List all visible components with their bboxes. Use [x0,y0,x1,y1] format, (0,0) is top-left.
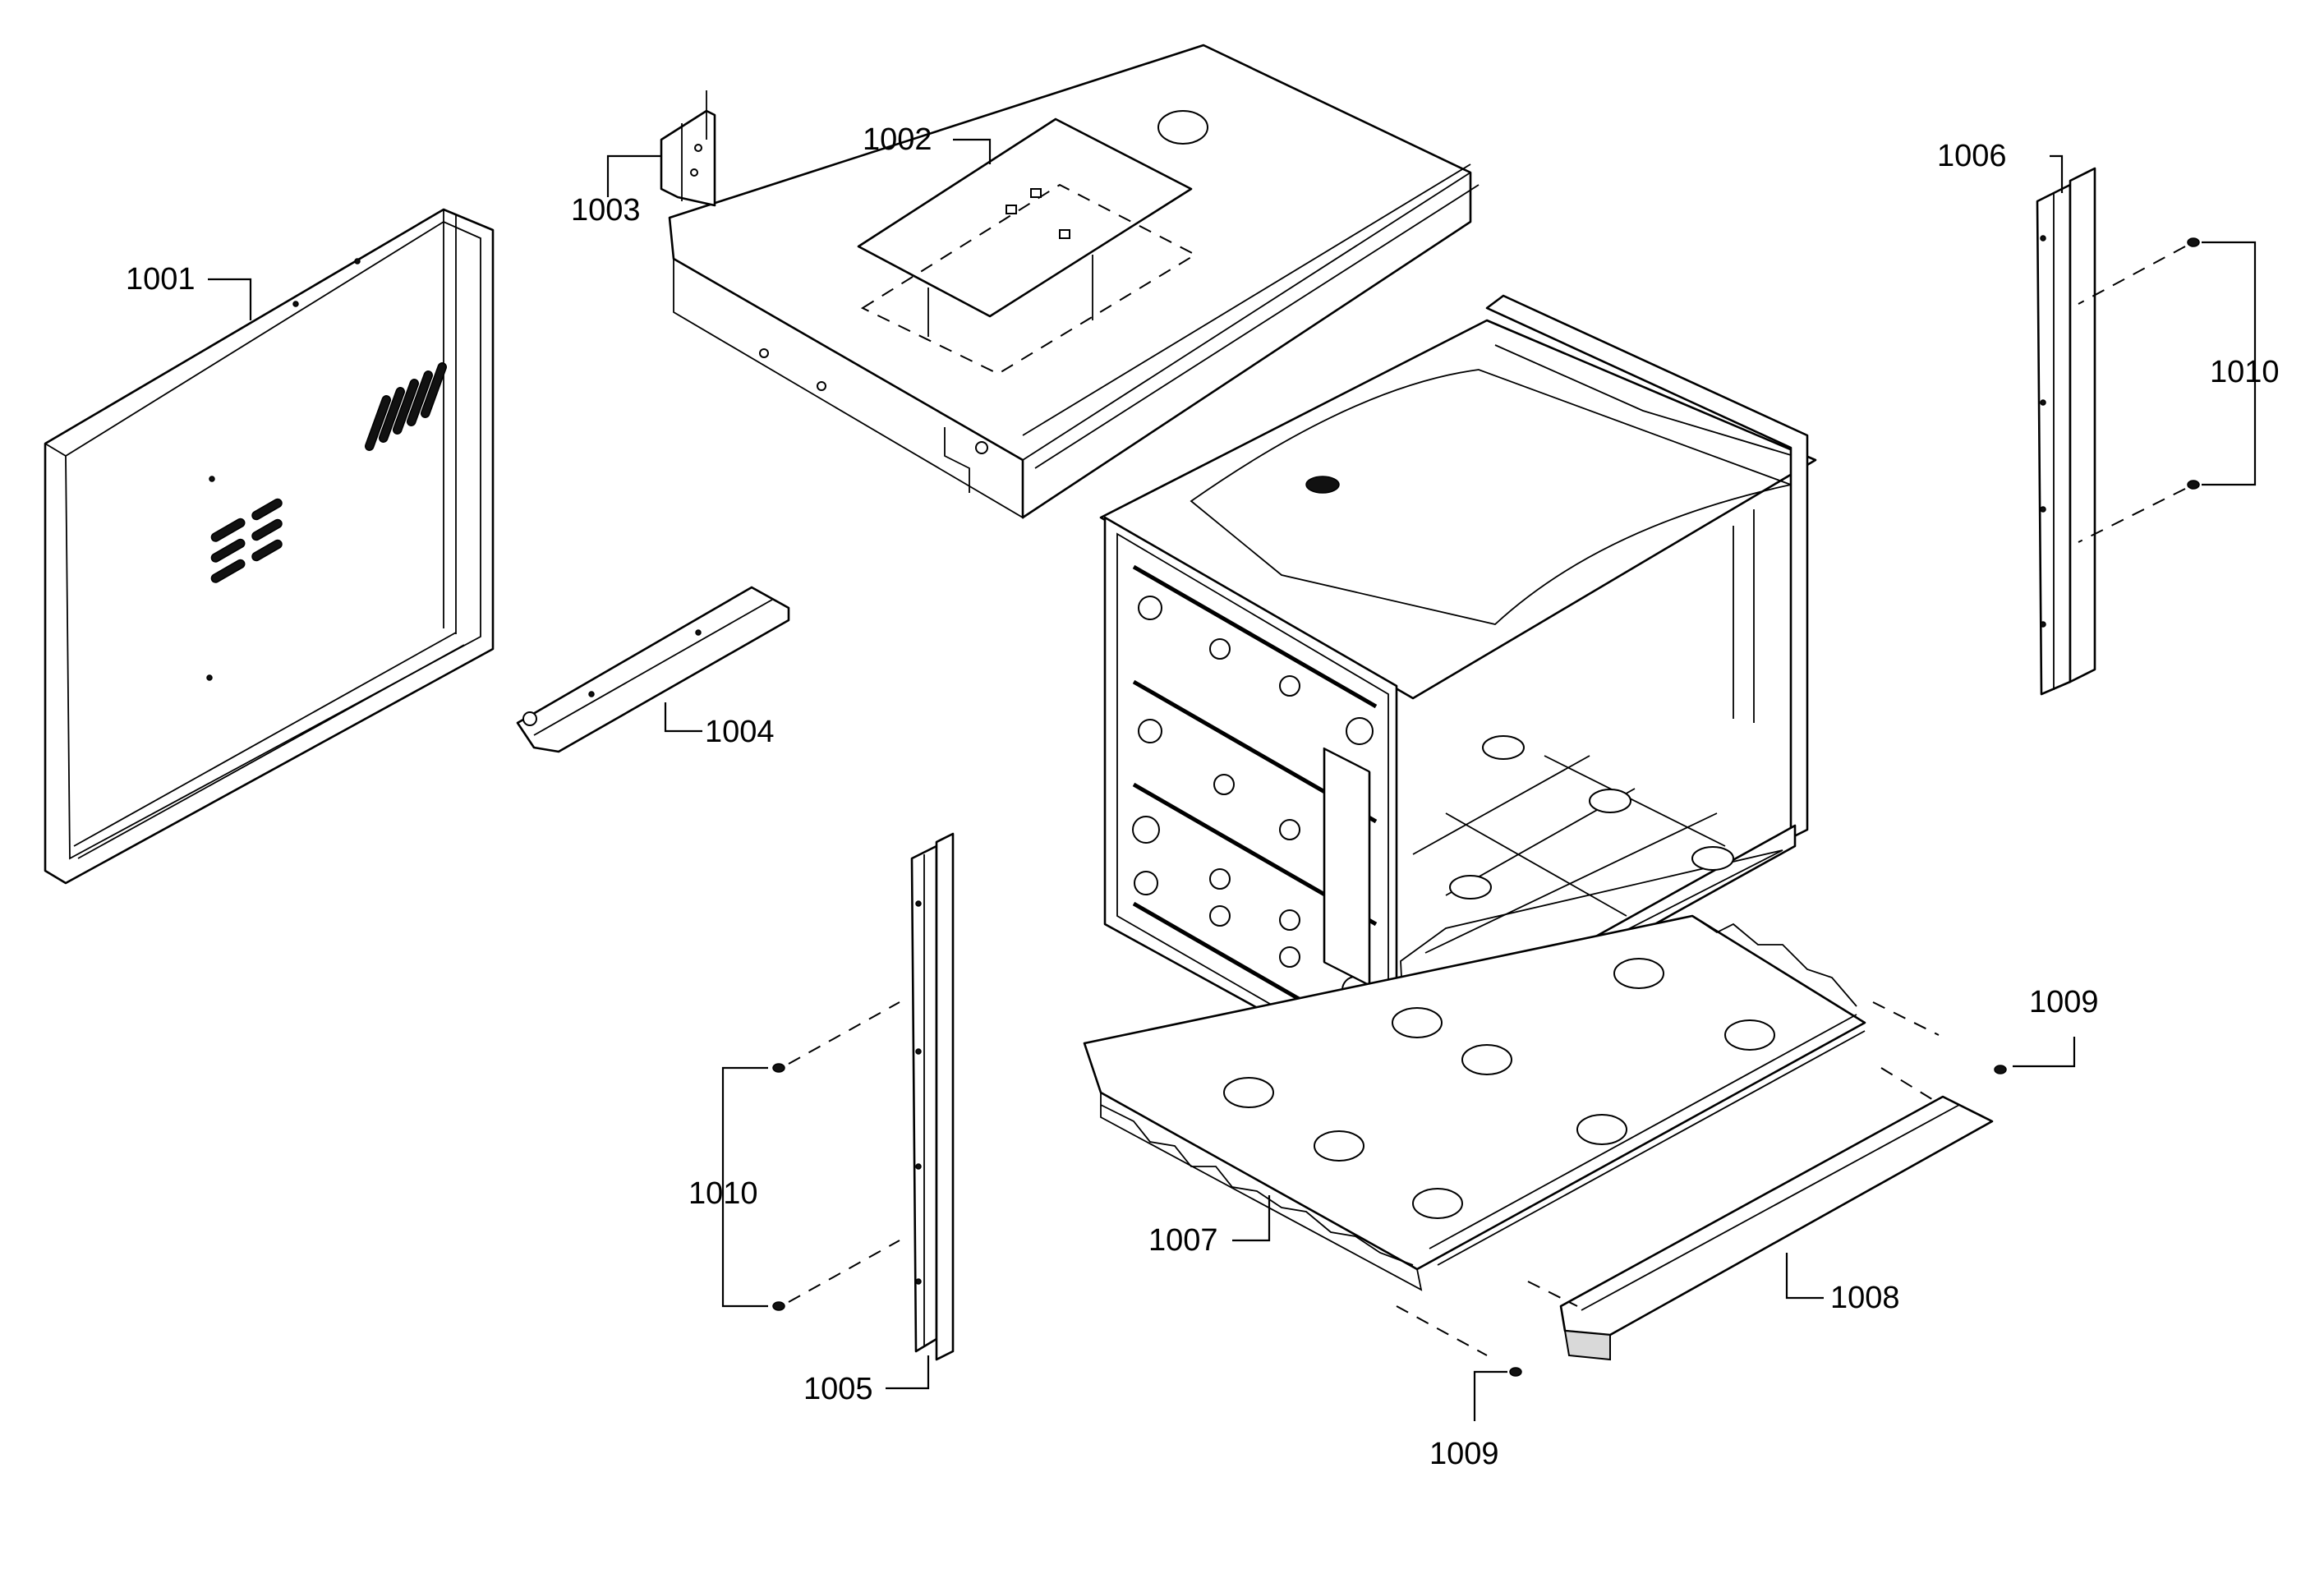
label-1003: 1003 [571,193,641,228]
label-1002: 1002 [863,122,932,157]
screw-icon [772,1301,785,1311]
screw-icon [1994,1065,2007,1074]
label-1006: 1006 [1937,139,2007,173]
label-1009-top: 1009 [2029,985,2099,1019]
screw-icon [2187,480,2200,490]
vent-slots-middle [210,498,283,583]
vent-slots-upper [364,362,448,451]
part-1007-bottom-tray [1083,914,1866,1291]
label-1008: 1008 [1830,1281,1900,1315]
label-1001: 1001 [126,262,196,297]
part-1005-trim [910,832,955,1361]
screw-icon [2187,237,2200,247]
part-top-panel [668,44,1480,519]
front-bosses [1132,596,1374,1004]
part-1004-rail [516,586,790,753]
part-1006-trim [2036,167,2096,696]
label-1004: 1004 [705,715,775,749]
leader-lines [208,138,2257,1421]
part-1001-side-panel [44,208,495,885]
label-1007: 1007 [1148,1223,1218,1258]
part-1008-front-rail [1559,1095,1994,1361]
part-1003-bracket [660,90,716,207]
alignment-lines [788,246,2186,1356]
screw-icon [1509,1367,1522,1377]
screw-icons [772,237,2200,1377]
label-1010-right: 1010 [2210,355,2280,389]
label-1010-left: 1010 [688,1176,758,1211]
screw-icon [772,1063,785,1073]
part-labels: 1001 1002 1003 1004 1005 1006 1007 1008 … [126,122,2280,1471]
label-1009-bottom: 1009 [1429,1437,1499,1471]
label-1005: 1005 [803,1372,873,1406]
